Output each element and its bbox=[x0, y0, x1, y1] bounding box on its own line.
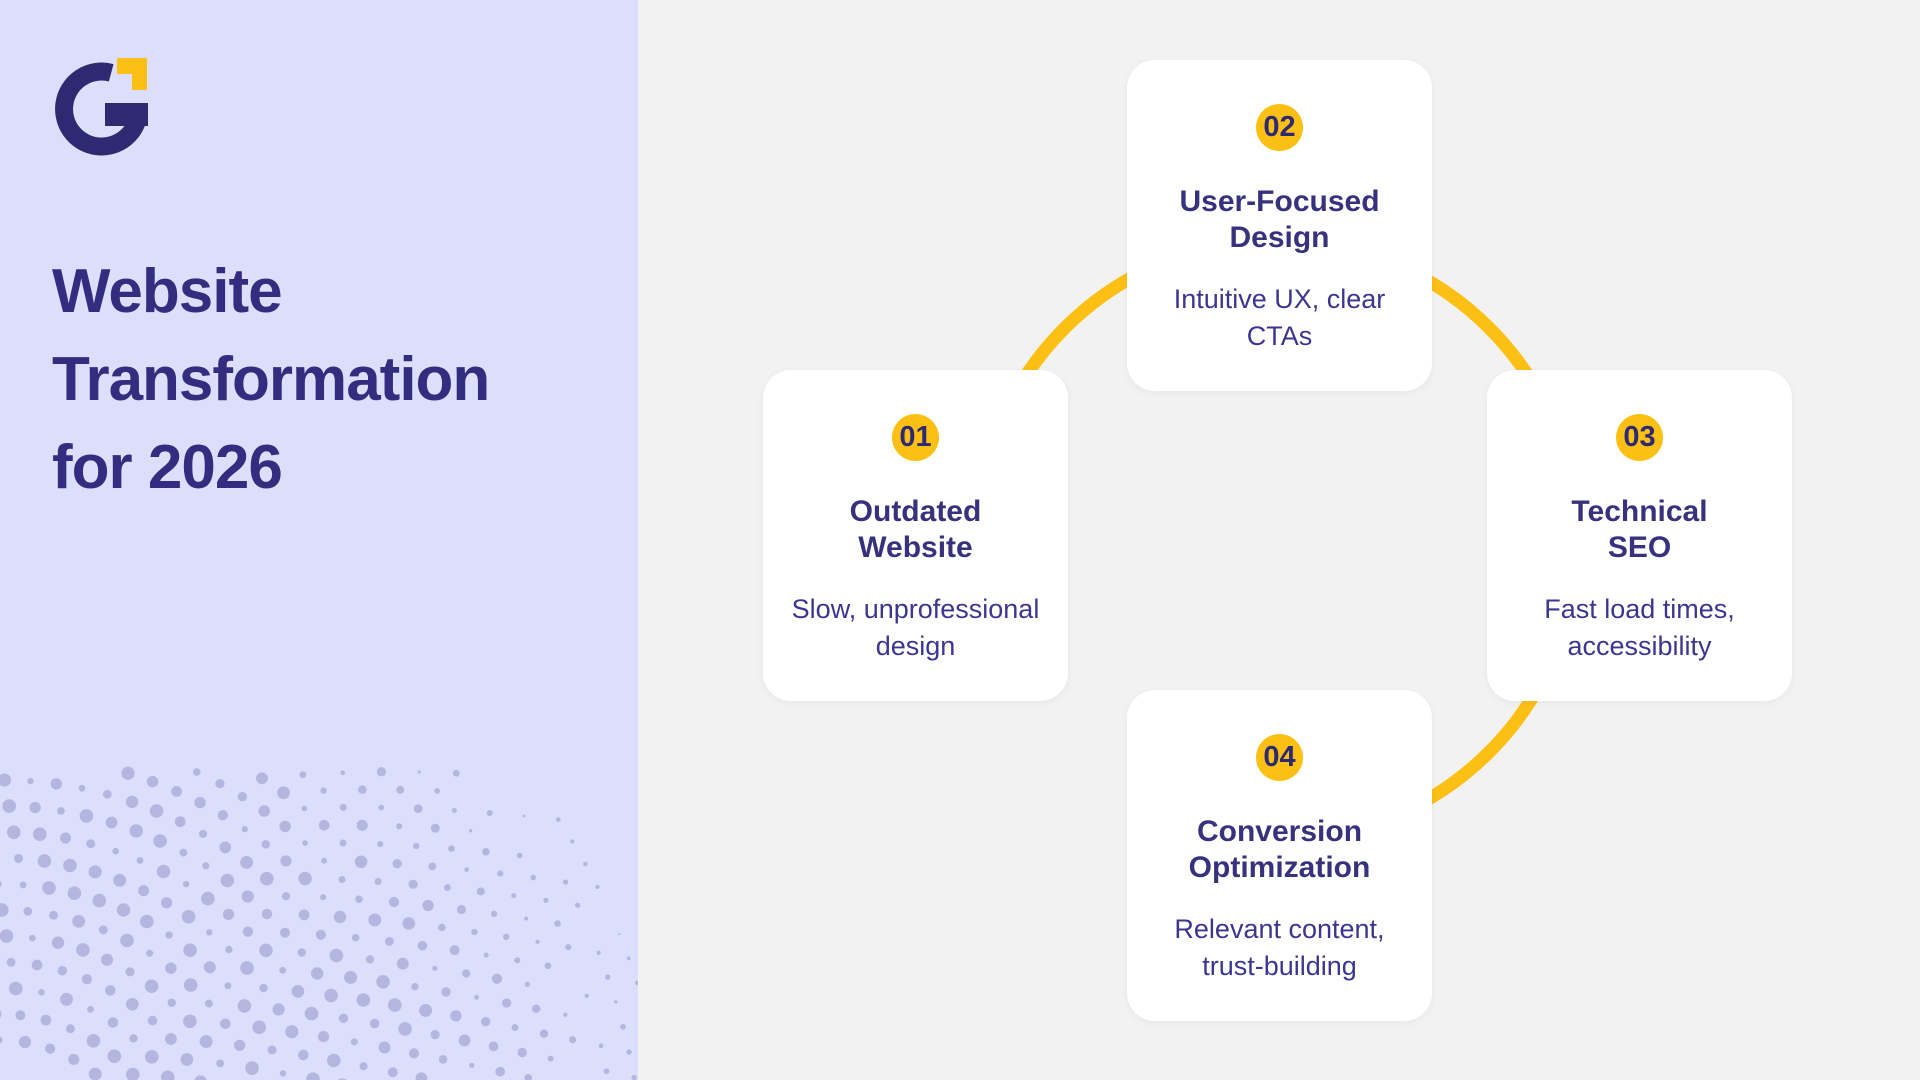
left-panel: Website Transformation for 2026 bbox=[0, 0, 638, 1080]
step-description: Intuitive UX, clear CTAs bbox=[1173, 284, 1386, 351]
step-number-badge: 02 bbox=[1256, 104, 1303, 151]
halftone-dots-decoration bbox=[0, 766, 638, 1080]
step-card-01: 01 Outdated Website Slow, unprofessional… bbox=[763, 370, 1068, 701]
step-card-02: 02 User-Focused Design Intuitive UX, cle… bbox=[1127, 60, 1432, 391]
step-title: User-Focused Design bbox=[1179, 185, 1380, 254]
step-description: Slow, unprofessional design bbox=[791, 594, 1040, 661]
steps-panel: 01 Outdated Website Slow, unprofessional… bbox=[638, 0, 1920, 1080]
step-card-03: 03 Technical SEO Fast load times, access… bbox=[1487, 370, 1792, 701]
step-card-04: 04 Conversion Optimization Relevant cont… bbox=[1127, 690, 1432, 1021]
step-title: Technical SEO bbox=[1571, 495, 1708, 564]
step-description: Fast load times, accessibility bbox=[1544, 594, 1735, 661]
step-title: Conversion Optimization bbox=[1188, 815, 1371, 884]
step-description: Relevant content, trust-building bbox=[1174, 914, 1385, 981]
step-number-badge: 04 bbox=[1256, 734, 1303, 781]
step-title: Outdated Website bbox=[849, 495, 982, 564]
step-number-badge: 03 bbox=[1616, 414, 1663, 461]
page-title: Website Transformation for 2026 bbox=[52, 257, 490, 502]
g-logo-icon bbox=[55, 58, 148, 156]
step-number-badge: 01 bbox=[892, 414, 939, 461]
connector-arc bbox=[970, 233, 1584, 847]
